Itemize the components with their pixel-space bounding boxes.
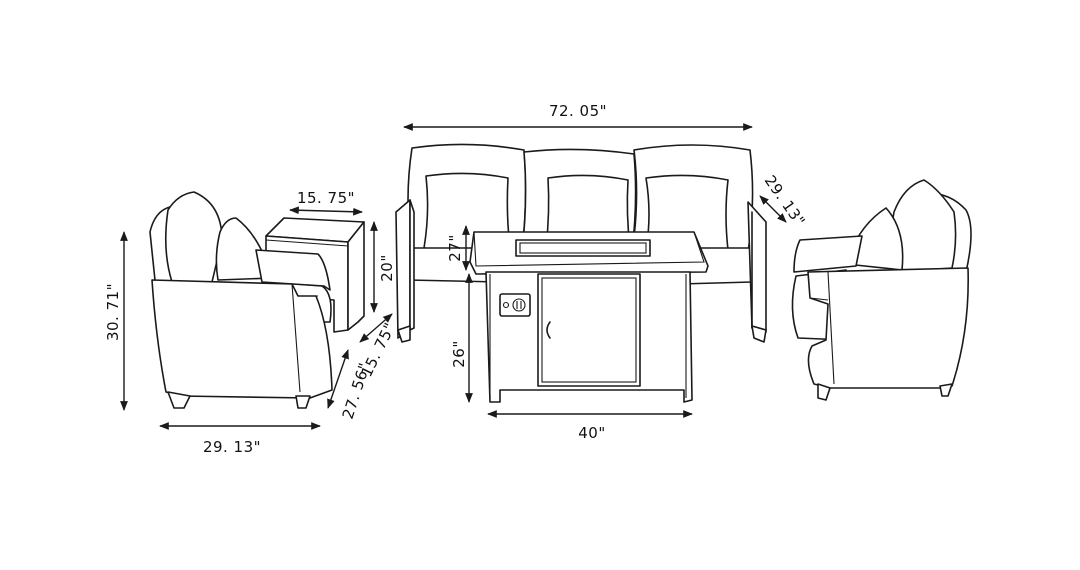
armchair-right-arm (793, 235, 863, 273)
side-table-side (347, 221, 365, 331)
side-table-depth-dimension-line (359, 313, 393, 343)
armchair-left-leg-front (167, 391, 191, 409)
side-table-width-label: 15. 75" (297, 189, 355, 207)
armchair-left-arm (255, 249, 331, 291)
armchair-right-body (807, 267, 969, 389)
sofa-leg-right (751, 325, 767, 343)
chair-depth-label: 27. 56" (339, 360, 374, 421)
armchair-left (149, 191, 333, 409)
dimension-lines (120, 123, 787, 430)
sofa-arm-right (747, 201, 767, 333)
sofa-depth-dimension-line (759, 195, 787, 223)
fire-pit-door (537, 273, 641, 387)
armchair-left-body (151, 279, 333, 399)
door-handle-icon (546, 321, 551, 339)
sofa-arm-left (395, 199, 411, 339)
chair-depth-dimension-line (327, 349, 349, 409)
armchair-left-back-cushion (164, 191, 223, 283)
ignition-knob-icon (512, 298, 526, 312)
firepit-width-label: 40" (578, 424, 606, 442)
side-table-height-label: 20" (378, 254, 396, 282)
firepit-height-label: 26" (450, 340, 468, 368)
sofa-width-label: 72. 05" (549, 102, 607, 120)
firepit-top-height-label: 27" (446, 234, 464, 262)
fire-pit-table (469, 231, 709, 403)
fire-pit-burner (515, 239, 651, 257)
chair-width-label: 29. 13" (203, 438, 261, 456)
armchair-right-leg-back (939, 383, 953, 397)
side-table-width-dimension-line (289, 206, 363, 216)
armchair-right-leg-front (817, 383, 831, 401)
armchair-left-leg-back (295, 395, 311, 409)
sofa-leg-left (397, 325, 411, 343)
sofa-arm-left-front (409, 199, 415, 331)
armchair-right (791, 179, 972, 401)
chair-height-label: 30. 71" (104, 283, 122, 341)
